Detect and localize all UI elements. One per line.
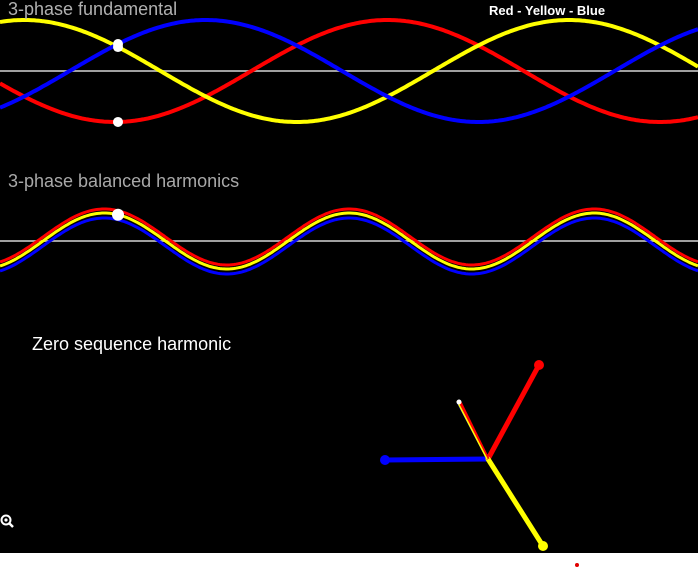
zero-harmonic-yellow	[456, 400, 488, 460]
fundamental-title: 3-phase fundamental	[8, 0, 178, 19]
fundamental-blue-marker	[113, 38, 123, 49]
red-dot	[575, 563, 579, 567]
zero-red-tip	[534, 360, 544, 370]
zero-yellow-tip	[538, 541, 548, 551]
diagram-svg	[0, 18, 698, 551]
zero-harmonic-red	[458, 401, 490, 460]
phase-legend: Red - Yellow - Blue	[489, 3, 606, 18]
balanced-harmonics-panel	[0, 207, 698, 276]
zero-sequence-panel	[380, 360, 548, 551]
zero-blue-vector	[382, 456, 491, 463]
zero-blue-tip	[380, 455, 390, 465]
fundamental-panel	[0, 18, 698, 127]
balanced-marker	[112, 208, 124, 221]
zero-sequence-title: Zero sequence harmonic	[32, 334, 232, 354]
balanced-harmonics-title: 3-phase balanced harmonics	[8, 171, 240, 191]
zero-harmonic-tip	[456, 399, 462, 405]
zero-yellow-vector	[485, 456, 546, 549]
lens-icon[interactable]	[0, 512, 14, 530]
zero-red-vector	[485, 362, 542, 462]
balanced-blue-wave	[0, 216, 698, 276]
diagram-canvas: 3-phase fundamental Red - Yellow - Blue …	[0, 0, 698, 553]
fundamental-red-marker	[113, 116, 123, 127]
